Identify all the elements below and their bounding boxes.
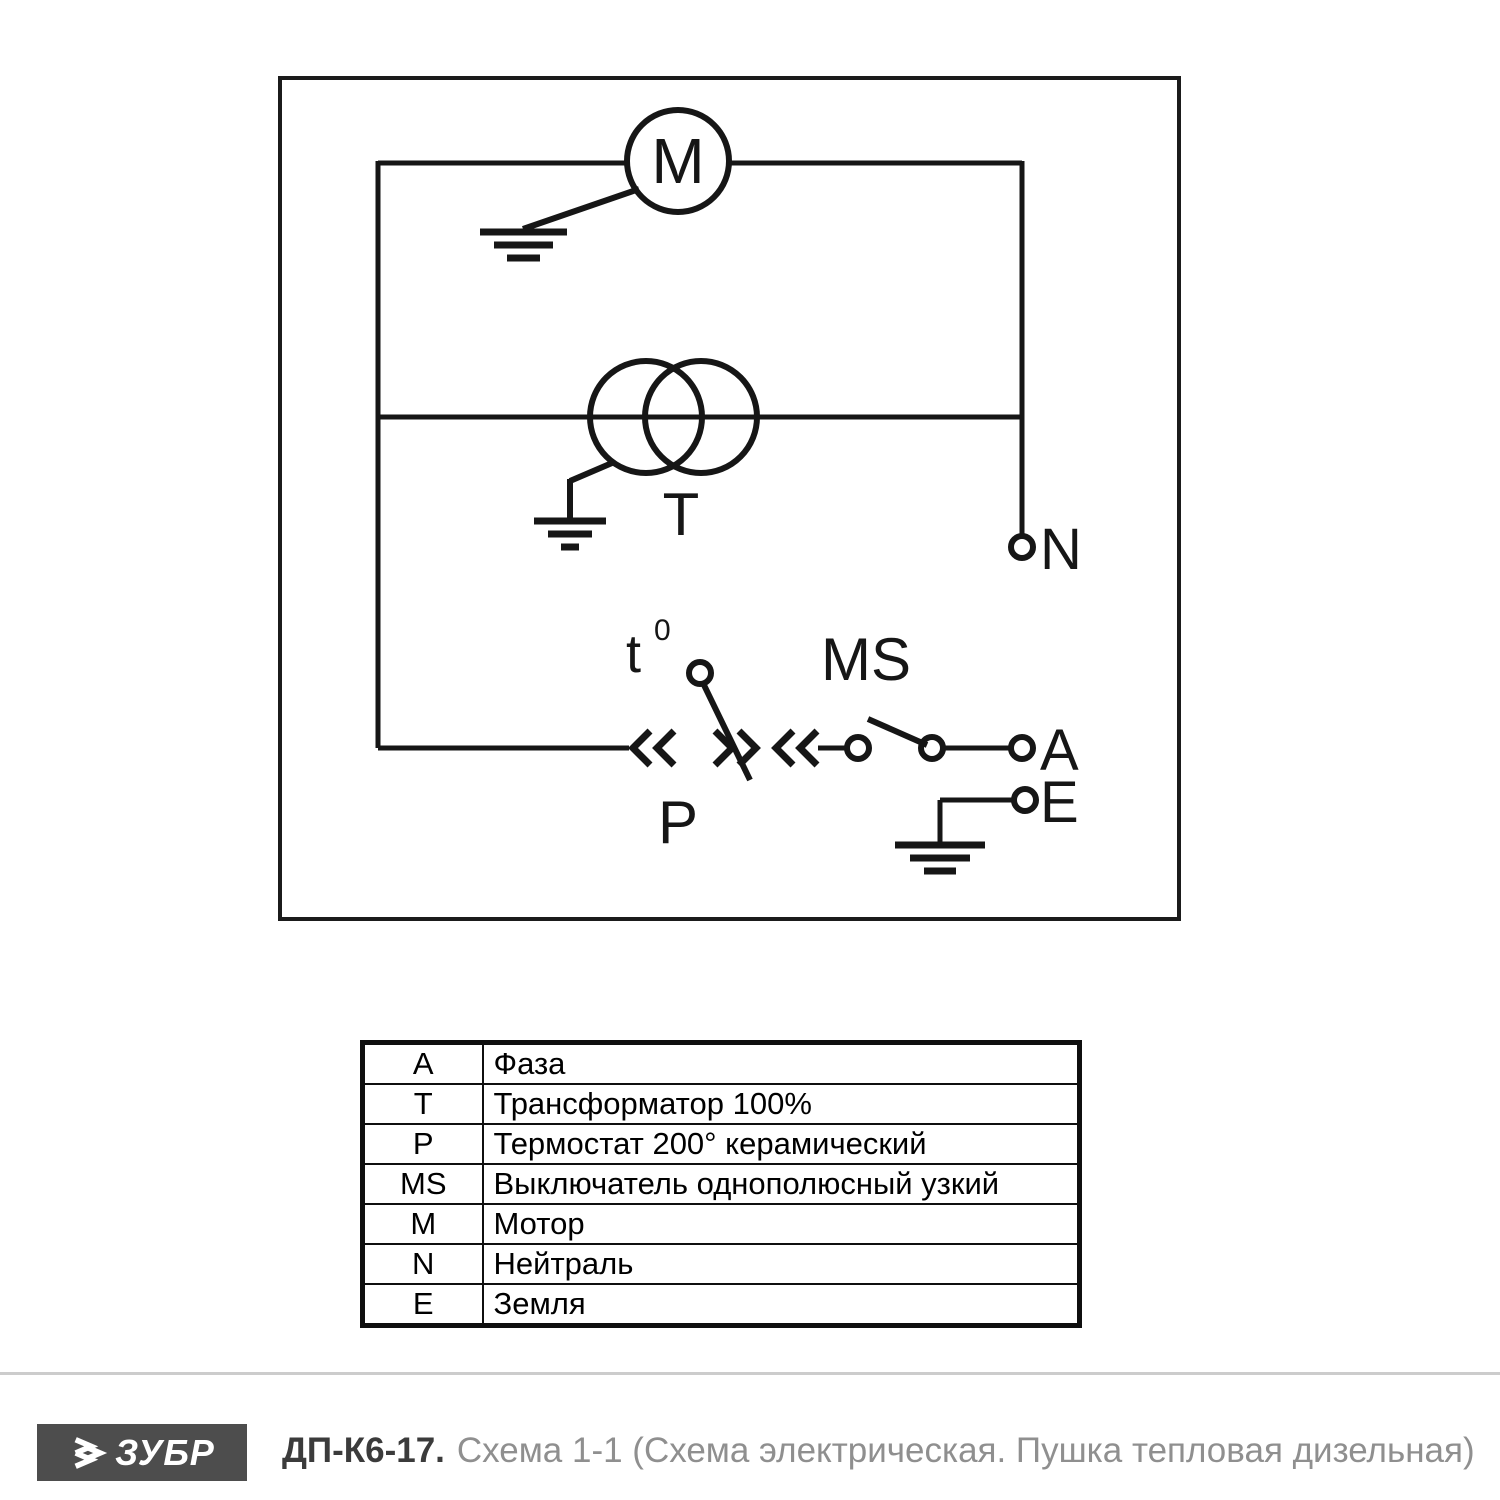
thermostat-symbol: t 0 P — [626, 614, 820, 856]
brand-name: ЗУБР — [115, 1431, 215, 1473]
phase-label: A — [1040, 718, 1079, 783]
terminal-a: A — [1008, 718, 1079, 783]
legend-symbol: E — [361, 1283, 484, 1327]
circuit-svg: M T N t 0 — [375, 107, 1082, 875]
legend-row: P Термостат 200° керамический — [361, 1123, 1081, 1165]
legend-row: T Трансформатор 100% — [361, 1083, 1081, 1125]
neutral-label: N — [1040, 517, 1082, 582]
legend-description: Термостат 200° керамический — [481, 1123, 1081, 1165]
transformer-coil-right — [642, 358, 760, 476]
motor-label: M — [651, 125, 704, 197]
footer-caption-line: ДП-К6-17. Схема 1-1 (Схема электрическая.… — [282, 1431, 1475, 1471]
earth-label: E — [1040, 770, 1079, 835]
terminal-n: N — [1008, 517, 1082, 582]
ms-lever — [866, 716, 929, 748]
legend-row: M Мотор — [361, 1203, 1081, 1245]
terminal-e: E — [1011, 770, 1079, 835]
legend-description: Нейтраль — [481, 1243, 1081, 1285]
terminal-e-contact — [1011, 786, 1039, 814]
motor-ground-icon — [480, 186, 640, 262]
earth-ground-icon — [895, 841, 985, 875]
legend-description: Фаза — [481, 1041, 1081, 1085]
legend-description: Трансформатор 100% — [481, 1083, 1081, 1125]
legend-description: Выключатель однополюсный узкий — [481, 1163, 1081, 1205]
legend-description: Земля — [481, 1283, 1081, 1327]
legend-symbol: M — [361, 1203, 484, 1245]
legend-table: A Фаза T Трансформатор 100% P Термостат … — [360, 1040, 1082, 1328]
transformer-coil-left — [587, 358, 705, 476]
legend-row: E Земля — [361, 1283, 1081, 1327]
ms-contact-right — [918, 734, 946, 762]
thermostat-sup-label: 0 — [654, 614, 671, 647]
thermostat-arrows — [628, 728, 820, 768]
transformer-label: T — [663, 481, 700, 548]
footer-divider — [0, 1372, 1500, 1375]
brand-badge: ЗУБР — [37, 1424, 247, 1481]
ms-label: MS — [821, 626, 911, 693]
legend-symbol: N — [361, 1243, 484, 1285]
legend-symbol: MS — [361, 1163, 484, 1205]
legend-symbol: P — [361, 1123, 484, 1165]
legend-row: A Фаза — [361, 1041, 1081, 1085]
thermostat-p-label: P — [658, 789, 698, 856]
transformer-ground-icon — [534, 460, 614, 551]
motor-symbol: M — [624, 107, 732, 215]
ms-switch-symbol: MS — [821, 626, 946, 762]
legend-symbol: A — [361, 1041, 484, 1085]
legend-row: N Нейтраль — [361, 1243, 1081, 1285]
motor-circle — [624, 107, 732, 215]
terminal-n-contact — [1008, 533, 1036, 561]
transformer-symbol: T — [587, 358, 760, 548]
legend-row: MS Выключатель однополюсный узкий — [361, 1163, 1081, 1205]
schematic-panel: M T N t 0 — [278, 76, 1181, 921]
thermostat-contact — [686, 659, 714, 687]
terminal-a-contact — [1008, 734, 1036, 762]
model-number: ДП-К6-17. — [282, 1431, 445, 1470]
legend-symbol: T — [361, 1083, 484, 1125]
thermostat-t-label: t — [626, 624, 641, 684]
zubr-logo-icon — [74, 1436, 108, 1469]
legend-description: Мотор — [481, 1203, 1081, 1245]
ms-contact-left — [844, 734, 872, 762]
caption-text: Схема 1-1 (Схема электрическая. Пушка те… — [456, 1431, 1475, 1470]
